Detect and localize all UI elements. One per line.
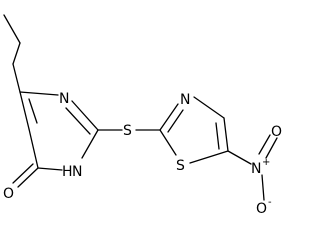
bond-n1-c2 — [71, 100, 99, 131]
bond-c5-c6 — [19, 91, 30, 130]
bond-c5t-n-nitro — [227, 150, 252, 165]
structure-diagram: N H N O S N S N + O O - — [3, 14, 282, 217]
bond-n-o-top-double — [258, 134, 271, 155]
bond-s1t-c2t — [159, 129, 177, 156]
bond-c5-c6-double — [28, 98, 38, 124]
atom-s-thioether: S — [123, 123, 132, 139]
atom-n-pyrimidine: N — [59, 91, 69, 107]
bond-c4-o — [17, 167, 39, 188]
atom-n-of-nh: N — [72, 164, 82, 180]
atom-s-thiazole: S — [176, 158, 185, 174]
charge-o-nitro-bottom: - — [268, 197, 272, 208]
bond-n1-c2-double — [65, 107, 91, 135]
bond-c4-c5 — [28, 128, 39, 169]
bond-c4t-c5t — [223, 117, 229, 152]
atom-o-carbonyl: O — [3, 186, 14, 202]
bond-c6-n1 — [19, 91, 59, 96]
bond-propyl-2 — [12, 42, 21, 65]
bond-c2t-n3t-double — [167, 109, 184, 133]
molecule-canvas: N H N O S N S N + O O - — [3, 14, 282, 217]
bond-c4-o-double — [12, 163, 34, 184]
bond-c4t-c5t-double — [215, 122, 220, 150]
bond-propyl-1 — [3, 14, 21, 44]
bond-c2-n3 — [81, 129, 99, 159]
bond-propyl-3 — [12, 63, 21, 93]
atom-o-nitro-bottom: O — [256, 201, 267, 217]
charge-n-nitro: + — [262, 157, 270, 168]
bond-n3t-c4t — [193, 96, 225, 119]
atom-n-thiazole: N — [180, 92, 190, 108]
bond-n3-c4 — [37, 167, 63, 171]
atom-n-nitro: N — [251, 161, 261, 177]
bond-c5t-s1t — [189, 150, 229, 164]
bond-n-o-bottom — [261, 174, 265, 201]
atom-o-nitro-top: O — [271, 124, 282, 140]
bond-n-o-top — [265, 137, 278, 159]
bond-c2t-n3t — [159, 103, 179, 131]
atom-h-pyrimidine: H — [62, 164, 73, 180]
